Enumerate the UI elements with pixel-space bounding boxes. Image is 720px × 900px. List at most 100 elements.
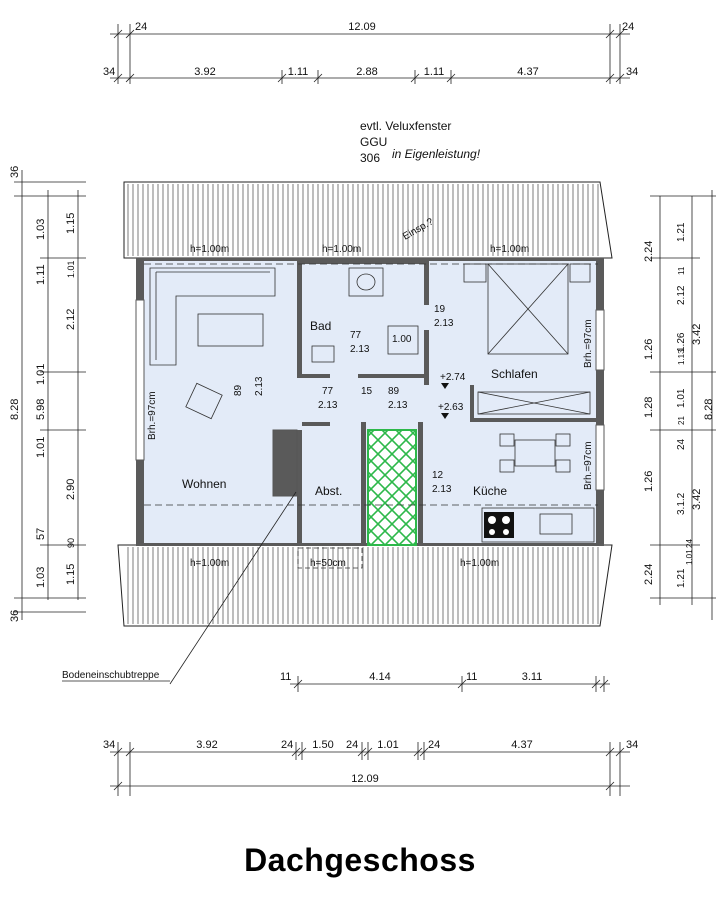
dim-right-4: 2.24 [643,564,655,585]
shower-size: 1.00 [392,334,412,345]
dim-right-total: 8.28 [703,399,715,420]
door-15: 15 [361,386,373,397]
dim-left-in-0: 1.03 [35,219,47,240]
dim-right-in-2: 1.26 [676,332,687,352]
h-label-bad: h=1.00m [322,244,361,255]
dim-right-0: 2.24 [643,241,655,262]
treppe-label: Bodeneinschubtreppe [62,670,160,681]
dim-left-5: 36 [9,610,21,622]
dim-left-small-0: 1.01 [66,260,76,278]
room-label-abst: Abst. [315,484,342,498]
dim-right-mid-1: 3.42 [691,489,703,510]
dim-left-total: 8.28 [9,399,21,420]
dim-right-1: 1.26 [643,339,655,360]
dim-right-in-4: 24 [676,438,687,450]
dim-top-seg-5: 4.37 [517,66,538,78]
dim-left-in-1: 1.11 [35,264,47,285]
dim-right-small-3: 1.01 [685,549,694,565]
dim-bot-r2-7: 4.37 [511,739,532,751]
h-label-abst: h=50cm [310,558,346,569]
left-dimensions: 36 1.15 2.12 2.90 1.15 36 8.28 5.98 1.03… [9,166,86,622]
dim-left-2: 2.12 [65,309,77,330]
dim-bot-r1-1: 4.14 [369,671,390,683]
treppe-leader: Bodeneinschubtreppe [62,491,297,685]
velux-line-1: evtl. Veluxfenster [360,119,451,133]
brh-kueche: Brh.=97cm [583,441,594,490]
dim-top-right-off: 24 [622,21,634,33]
dim-right-2: 1.28 [643,397,655,418]
dim-bot-r1-0: 11 [280,671,291,683]
dim-bot-r2-2: 24 [281,739,293,751]
dim-left-4: 1.15 [65,564,77,585]
dim-bot-r2-1: 3.92 [196,739,217,751]
plan-title: Dachgeschoss [244,842,476,878]
dim-bot-r2-4: 24 [346,739,358,751]
dim-left-3: 2.90 [65,479,77,500]
roof-top [123,181,613,259]
dim-bot-r2-8: 34 [626,739,638,751]
dim-right-small-2: 21 [677,416,686,425]
door-89b-h: 2.13 [388,400,408,411]
dim-bot-r2-6: 24 [428,739,440,751]
room-labels: Wohnen Bad Schlafen Abst. Küche [182,319,538,498]
dim-top-seg-3: 2.88 [356,66,377,78]
door-schl-h: 2.13 [434,318,454,329]
room-label-wohnen: Wohnen [182,477,226,491]
furniture [149,263,595,543]
dim-left-mid: 5.98 [35,399,47,420]
dim-right-in-5: 3.1.2 [676,492,687,515]
dim-top-total: 12.09 [348,21,376,33]
dim-left-in-2: 1.01 [35,364,47,385]
stair-lattice-line [368,443,416,493]
dim-top-seg-0: 34 [103,66,115,78]
stair-lattice-line [368,430,416,479]
door-kue-w: 12 [432,470,444,481]
door-schl-w: 19 [434,304,446,315]
eigenleistung-note: in Eigenleistung! [392,147,481,161]
dim-bot-r1-2: 11 [466,671,477,683]
door-wohn-w: 89 [233,384,244,396]
stair-lattice-line [368,430,390,451]
door-89b: 89 [388,386,400,397]
door-hall-w: 77 [322,386,334,397]
dim-bot-r2-5: 1.01 [377,739,398,751]
dim-bot-r1-3: 3.11 [522,671,543,683]
dim-top-seg-2: 1.11 [288,66,309,78]
dim-top-seg-6: 34 [626,66,638,78]
dim-right-small-1: 1.13 [677,349,686,365]
dim-left-in-4: 57 [35,528,47,540]
dim-right-in-0: 1.21 [676,222,687,242]
dim-top-seg-4: 1.11 [424,66,445,78]
dim-bot-r2-3: 1.50 [312,739,333,751]
top-dimensions: 12.09 24 24 34 3.92 1.11 2.88 1.11 4.37 … [103,21,638,84]
stair-lattice-line [369,499,416,545]
brh-schlafen: Brh.=97cm [583,319,594,368]
h-label-wohnen: h=1.00m [190,244,229,255]
dim-bot-r2-0: 34 [103,739,115,751]
right-dimensions: 2.24 1.26 1.28 1.26 2.24 8.28 3.42 3.42 … [643,190,716,620]
h-label-kueche: h=1.00m [460,558,499,569]
dim-left-small-1: 90 [66,538,76,548]
dim-right-in-6: 1.21 [676,568,687,588]
dim-right-small-0: 11 [677,266,686,275]
level-1: +2.74 [440,372,466,383]
velux-note: evtl. Veluxfenster GGU 306 in Eigenleist… [360,119,481,165]
door-bad-w: 77 [350,330,362,341]
dim-top-left-off: 24 [135,21,147,33]
stair-lattice-line [368,485,416,535]
plan-annotations: h=1.00m h=1.00m h=1.00m h=1.00m h=50cm h… [147,216,594,569]
door-wohn-h: 2.13 [254,376,265,396]
dim-left-1: 1.15 [65,213,77,234]
dim-right-in-3: 1.01 [676,388,687,408]
stair-opening [367,429,417,546]
velux-line-3: 306 [360,151,380,165]
dim-right-3: 1.26 [643,471,655,492]
dim-right-mid-0: 3.42 [691,324,703,345]
door-hall-h: 2.13 [318,400,338,411]
dim-top-seg-1: 3.92 [194,66,215,78]
room-label-kueche: Küche [473,484,507,498]
dim-right-in-1: 2.12 [676,285,687,305]
stair-lattice-line [368,527,387,545]
stair-lattice-line [368,471,416,521]
